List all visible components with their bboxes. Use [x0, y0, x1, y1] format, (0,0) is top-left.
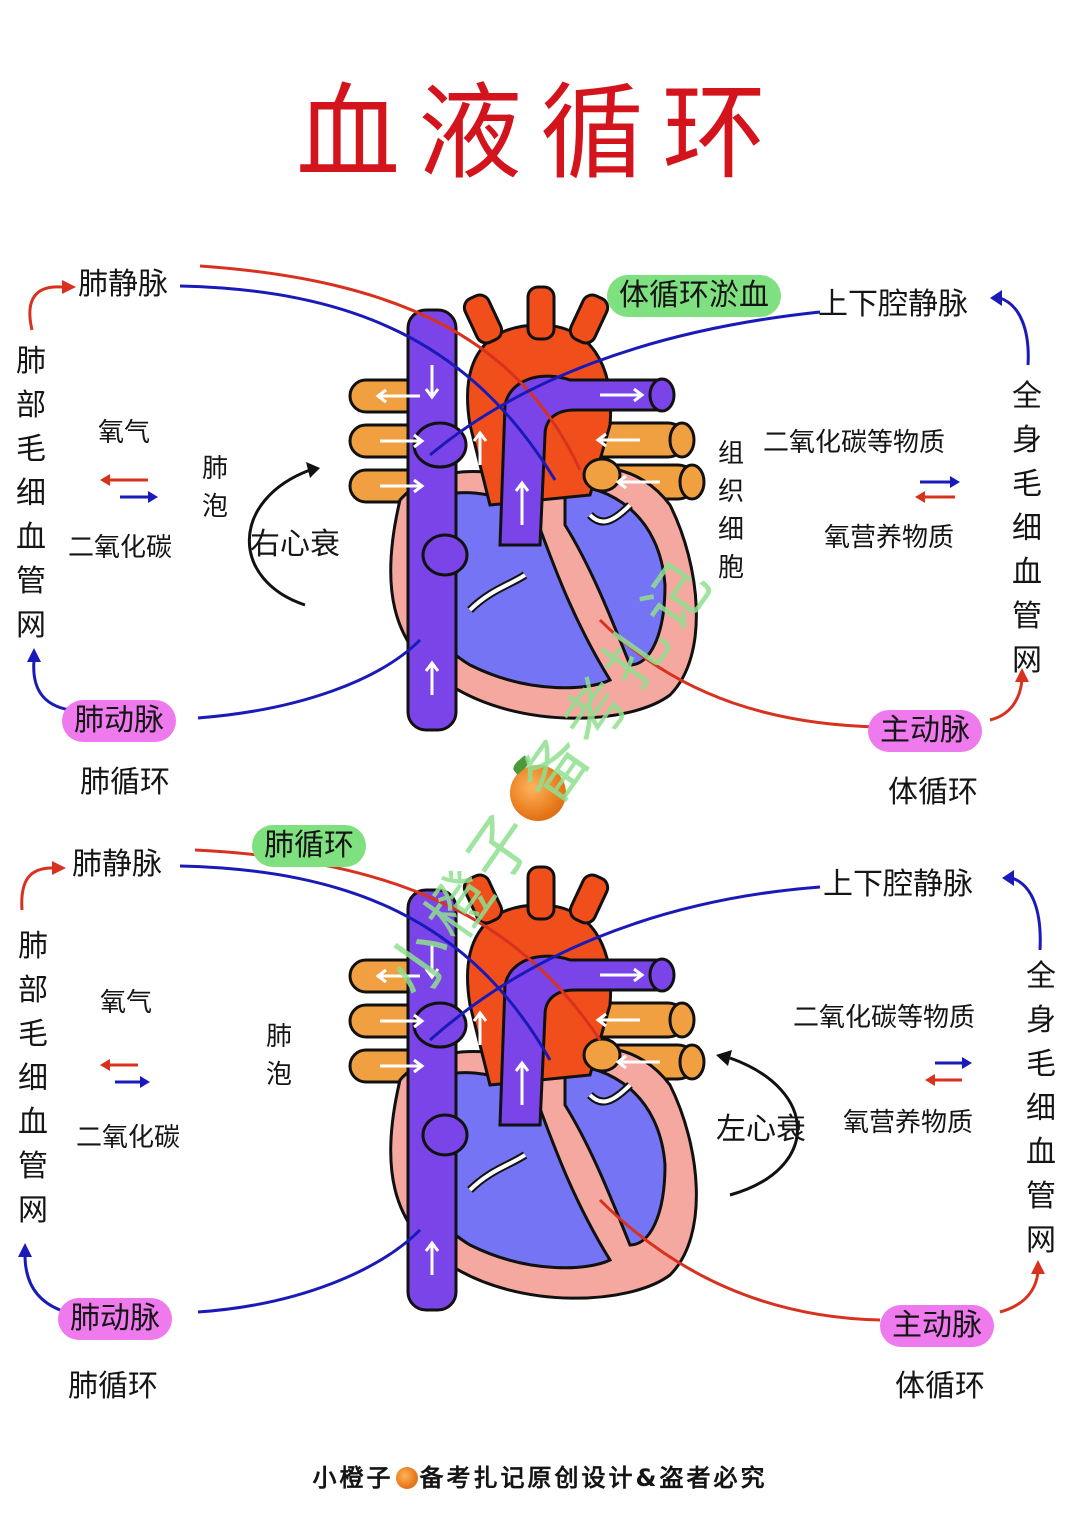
- left-heart-failure-label: 左心衰: [716, 1112, 806, 1147]
- right-heart-failure-arrow: [247, 468, 311, 607]
- aorta-flow-line: [598, 618, 881, 729]
- systemic-circuit-label: 体循环: [895, 1369, 985, 1404]
- nutrient-label: 氧营养物质: [843, 1108, 974, 1138]
- page-title: 血液循环: [295, 72, 784, 194]
- alveoli-label: 肺泡: [265, 1022, 292, 1090]
- co2-substance-label: 二氧化碳等物质: [793, 1003, 976, 1033]
- pulmonary-vein-label: 肺静脉: [72, 847, 162, 882]
- lung-to-vein-arrow: [28, 285, 63, 331]
- vena-cava-flow-line: [429, 310, 821, 457]
- tissue-cell-label: 组织细胞: [717, 439, 744, 583]
- oxygen-label: 氧气: [100, 988, 153, 1018]
- footer-author: 小橙子: [312, 1464, 394, 1492]
- aorta-to-body-arrow: [989, 679, 1024, 722]
- right-heart-failure-label: 右心衰: [250, 527, 340, 562]
- arrowhead: [306, 462, 320, 478]
- body-capillary-label: 全身毛细血管网: [1026, 959, 1056, 1258]
- pulmonary-artery-label: 肺动脉: [58, 1298, 172, 1340]
- pulmonary-circuit-label: 肺循环: [68, 1369, 158, 1404]
- arrowhead: [1015, 668, 1029, 682]
- alveoli-label: 肺泡: [201, 454, 228, 522]
- systemic-circuit-label: 体循环: [888, 775, 978, 810]
- pulmonary-congestion-badge: 肺循环: [252, 825, 366, 867]
- lung-capillary-label: 肺部毛细血管网: [18, 929, 48, 1228]
- arrowhead: [990, 290, 1002, 306]
- left-heart-failure-arrow: [729, 1056, 799, 1197]
- vena-cava-label: 上下腔静脉: [818, 287, 968, 322]
- orange-icon: [395, 1467, 418, 1489]
- aorta-label: 主动脉: [880, 1305, 994, 1347]
- lung-capillary-label: 肺部毛细血管网: [16, 344, 46, 643]
- co2-substance-label: 二氧化碳等物质: [763, 428, 946, 458]
- pulmonary-vein-flow-line: [199, 264, 582, 471]
- co2-label: 二氧化碳: [68, 533, 173, 563]
- oxygen-label: 氧气: [98, 418, 151, 448]
- arrowhead: [62, 280, 76, 294]
- arrowhead: [27, 648, 41, 662]
- systemic-congestion-badge: 体循环淤血: [607, 275, 781, 317]
- footer-credit: 小橙子备考扎记原创设计&盗者必究: [0, 1458, 1080, 1493]
- aorta-label: 主动脉: [868, 710, 982, 752]
- artery-to-lung-arrow: [32, 659, 71, 712]
- footer-copyright: 备考扎记原创设计&盗者必究: [419, 1464, 768, 1492]
- body-capillary-label: 全身毛细血管网: [1012, 379, 1042, 678]
- pulmonary-artery-label: 肺动脉: [62, 700, 176, 742]
- orange-icon: [510, 765, 566, 821]
- pulmonary-vein-label: 肺静脉: [78, 267, 168, 302]
- nutrient-label: 氧营养物质: [824, 523, 955, 553]
- pulmonary-artery-flow-line: [197, 638, 422, 720]
- vena-cava-label: 上下腔静脉: [823, 867, 973, 902]
- pulmonary-circuit-label: 肺循环: [80, 765, 170, 800]
- pulmonary-vein-blue-line: [179, 284, 557, 481]
- co2-label: 二氧化碳: [76, 1123, 181, 1153]
- body-to-cava-arrow: [999, 296, 1030, 366]
